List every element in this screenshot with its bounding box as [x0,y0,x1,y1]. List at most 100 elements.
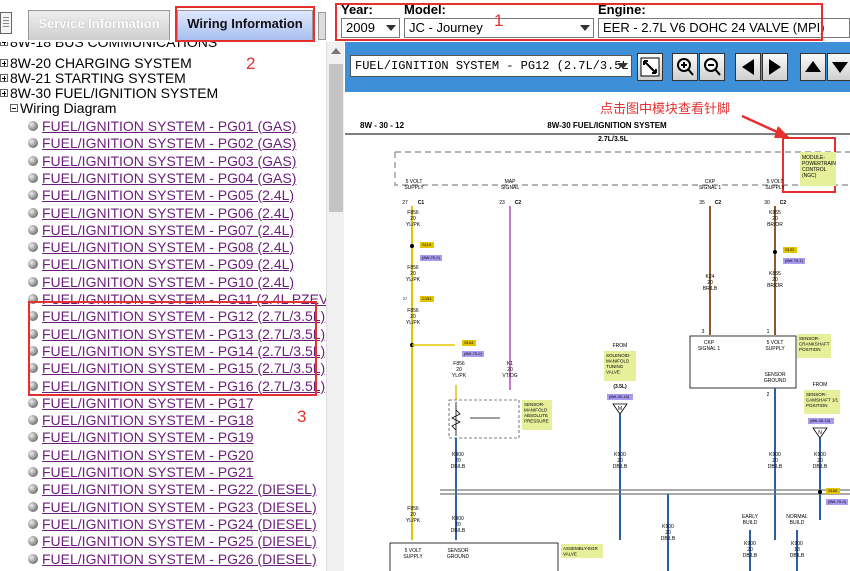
wiring-tree: 8W-18 BUS COMMUNICATIONS 8W-20 CHARGING … [0,42,326,571]
tree-page-link[interactable]: FUEL/IGNITION SYSTEM - PG11 (2.4L PZEV) [28,291,326,308]
tree-page-link[interactable]: FUEL/IGNITION SYSTEM - PG13 (2.7L/3.5L) [28,326,325,343]
page-link-label[interactable]: FUEL/IGNITION SYSTEM - PG26 (DIESEL) [42,551,317,567]
tree-page-link[interactable]: FUEL/IGNITION SYSTEM - PG17 [28,395,254,412]
page-link-label[interactable]: FUEL/IGNITION SYSTEM - PG25 (DIESEL) [42,533,317,549]
smtv-label: TUNING [606,364,624,369]
page-bullet-icon [28,363,38,374]
tab-wiring-information[interactable]: Wiring Information [177,10,313,40]
expand-icon[interactable] [0,74,8,83]
page-link-label[interactable]: FUEL/IGNITION SYSTEM - PG13 (2.7L/3.5L) [42,326,326,342]
document-icon[interactable] [0,12,12,34]
page-link-label[interactable]: FUEL/IGNITION SYSTEM - PG22 (DIESEL) [42,481,317,497]
tree-page-link[interactable]: FUEL/IGNITION SYSTEM - PG26 (DIESEL) [28,551,317,568]
page-link-label[interactable]: FUEL/IGNITION SYSTEM - PG17 [42,395,254,411]
tree-page-link[interactable]: FUEL/IGNITION SYSTEM - PG24 (DIESEL) [28,516,317,533]
expand-icon[interactable] [0,89,8,98]
page-link-label[interactable]: FUEL/IGNITION SYSTEM - PG08 (2.4L) [42,239,295,255]
model-select[interactable]: JC - Journey [404,18,594,38]
tree-page-link[interactable]: FUEL/IGNITION SYSTEM - PG12 (2.7L/3.5L) [28,308,325,325]
tab-splitter[interactable] [318,12,326,40]
tree-page-link[interactable]: FUEL/IGNITION SYSTEM - PG01 (GAS) [28,118,296,135]
pcm-label: POWERTRAIN [802,161,836,167]
page-link-label[interactable]: FUEL/IGNITION SYSTEM - PG07 (2.4L) [42,222,295,238]
year-value: 2009 [346,20,375,35]
tree-page-link[interactable]: FUEL/IGNITION SYSTEM - PG08 (2.4L) [28,239,294,256]
tree-page-link[interactable]: FUEL/IGNITION SYSTEM - PG06 (2.4L) [28,205,294,222]
map-sensor-label: MANIFOLD [524,408,548,413]
model-value: JC - Journey [409,20,483,35]
vehicle-selector-bar: Year: 2009 Model: JC - Journey Engine: E… [333,0,850,42]
expand-icon[interactable] [0,59,8,68]
page-link-label[interactable]: FUEL/IGNITION SYSTEM - PG10 (2.4L) [42,274,295,290]
tree-page-link[interactable]: FUEL/IGNITION SYSTEM - PG10 (2.4L) [28,274,294,291]
expand-icon[interactable] [0,42,8,47]
tree-page-link[interactable]: FUEL/IGNITION SYSTEM - PG18 [28,412,254,429]
page-link-label[interactable]: FUEL/IGNITION SYSTEM - PG20 [42,447,254,463]
tree-page-link[interactable]: FUEL/IGNITION SYSTEM - PG09 (2.4L) [28,256,294,273]
fit-page-button[interactable] [637,53,663,81]
scroll-up-button[interactable] [800,53,826,81]
scroll-up-icon[interactable] [331,48,341,54]
page-link-label[interactable]: FUEL/IGNITION SYSTEM - PG04 (GAS) [42,170,297,186]
tree-page-link[interactable]: FUEL/IGNITION SYSTEM - PG14 (2.7L/3.5L) [28,343,325,360]
page-link-label[interactable]: FUEL/IGNITION SYSTEM - PG12 (2.7L/3.5L) [42,308,326,324]
zoom-out-button[interactable] [699,53,725,81]
tree-item-8w-18[interactable]: 8W-18 BUS COMMUNICATIONS [0,42,217,51]
tree-page-link[interactable]: FUEL/IGNITION SYSTEM - PG15 (2.7L/3.5L) [28,360,325,377]
page-link-label[interactable]: FUEL/IGNITION SYSTEM - PG06 (2.4L) [42,205,295,221]
next-page-button[interactable] [762,53,788,81]
page-link-label[interactable]: FUEL/IGNITION SYSTEM - PG21 [42,464,254,480]
page-link-label[interactable]: FUEL/IGNITION SYSTEM - PG09 (2.4L) [42,256,295,272]
build-variant-label: BUILD [790,520,805,526]
page-link-label[interactable]: FUEL/IGNITION SYSTEM - PG18 [42,412,254,428]
tree-scrollbar[interactable] [326,42,344,571]
page-bullet-icon [28,173,38,184]
scroll-down-button[interactable] [827,53,850,81]
splice-dot [410,244,414,248]
tree-item-8w-21[interactable]: 8W-21 STARTING SYSTEM [0,70,186,87]
sensor-pin-label: SENSOR [764,372,786,378]
page-link-label[interactable]: FUEL/IGNITION SYSTEM - PG23 (DIESEL) [42,499,317,515]
tree-page-link[interactable]: FUEL/IGNITION SYSTEM - PG21 [28,464,254,481]
tree-page-link[interactable]: FUEL/IGNITION SYSTEM - PG20 [28,447,254,464]
page-link-label[interactable]: FUEL/IGNITION SYSTEM - PG16 (2.7L/3.5L) [42,378,326,394]
tab-service-information[interactable]: Service Information [28,10,170,40]
page-link-label[interactable]: FUEL/IGNITION SYSTEM - PG14 (2.7L/3.5L) [42,343,326,359]
zoom-in-button[interactable] [672,53,698,81]
wire-label: DB/LB [768,464,783,470]
tree-page-link[interactable]: FUEL/IGNITION SYSTEM - PG03 (GAS) [28,153,296,170]
tree-item-8w-20[interactable]: 8W-20 CHARGING SYSTEM [0,55,192,72]
tree-page-link[interactable]: FUEL/IGNITION SYSTEM - PG02 (GAS) [28,135,296,152]
page-link-label[interactable]: FUEL/IGNITION SYSTEM - PG02 (GAS) [42,135,297,151]
page-link-label[interactable]: FUEL/IGNITION SYSTEM - PG19 [42,429,254,445]
page-bullet-icon [28,554,38,565]
tree-page-link[interactable]: FUEL/IGNITION SYSTEM - PG16 (2.7L/3.5L) [28,378,325,395]
tree-page-link[interactable]: FUEL/IGNITION SYSTEM - PG22 (DIESEL) [28,481,317,498]
tree-item-8w-30[interactable]: 8W-30 FUEL/IGNITION SYSTEM [0,85,218,102]
collapse-icon[interactable] [10,104,18,113]
engine-select[interactable]: EER - 2.7L V6 DOHC 24 VALVE (MPI) [598,18,850,38]
page-link-label[interactable]: FUEL/IGNITION SYSTEM - PG05 (2.4L) [42,187,295,203]
tree-page-link[interactable]: FUEL/IGNITION SYSTEM - PG25 (DIESEL) [28,533,317,550]
page-select[interactable]: FUEL/IGNITION SYSTEM - PG12 (2.7L/3.5L) [350,55,632,77]
page-link-label[interactable]: FUEL/IGNITION SYSTEM - PG15 (2.7L/3.5L) [42,360,326,376]
tree-page-link[interactable]: FUEL/IGNITION SYSTEM - PG19 [28,429,254,446]
map-sensor-box [448,399,520,439]
page-link-label[interactable]: FUEL/IGNITION SYSTEM - PG03 (GAS) [42,153,297,169]
page-link-label[interactable]: FUEL/IGNITION SYSTEM - PG11 (2.4L PZEV) [42,291,326,307]
tree-page-link[interactable]: FUEL/IGNITION SYSTEM - PG04 (GAS) [28,170,296,187]
page-bullet-icon [28,398,38,409]
tree-page-link[interactable]: FUEL/IGNITION SYSTEM - PG07 (2.4L) [28,222,294,239]
tree-page-link[interactable]: FUEL/IGNITION SYSTEM - PG23 (DIESEL) [28,499,317,516]
year-select[interactable]: 2009 [341,18,400,38]
tree-item-wiring-diagram[interactable]: Wiring Diagram [10,100,116,117]
wire-label: 20 [772,216,778,222]
scrollbar-thumb[interactable] [329,64,343,212]
tree-page-link[interactable]: FUEL/IGNITION SYSTEM - PG05 (2.4L) [28,187,294,204]
previous-page-button[interactable] [735,53,761,81]
page-link-label[interactable]: FUEL/IGNITION SYSTEM - PG24 (DIESEL) [42,516,317,532]
hint-text: 点击图中模块查看针脚 [600,101,730,116]
wire-label: 20 [772,277,778,283]
page-link-label[interactable]: FUEL/IGNITION SYSTEM - PG01 (GAS) [42,118,297,134]
